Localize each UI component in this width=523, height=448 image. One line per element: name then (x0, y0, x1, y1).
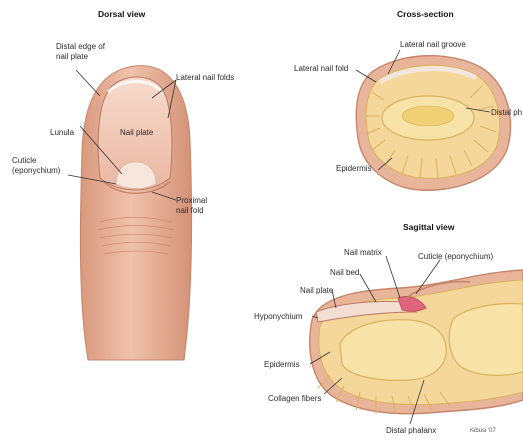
label-epidermis-sagittal: Epidermis (264, 360, 300, 370)
label-distal-edge: Distal edge of nail plate (56, 42, 105, 62)
label-nail-matrix: Nail matrix (344, 248, 382, 258)
illustrator-credit: Kibusi '07 (470, 428, 496, 434)
label-lunula: Lunula (50, 128, 74, 138)
label-nail-plate-dorsal: Nail plate (120, 128, 153, 138)
label-lateral-nail-groove: Lateral nail groove (400, 40, 466, 50)
label-cuticle-dorsal: Cuticle (eponychium) (12, 156, 60, 176)
label-collagen-fibers: Collagen fibers (268, 394, 321, 404)
sagittal-bone-2 (449, 304, 523, 376)
label-cuticle-sagittal: Cuticle (eponychium) (418, 252, 493, 262)
cross-bone-marrow (402, 106, 454, 126)
label-lateral-nail-folds: Lateral nail folds (176, 73, 234, 83)
label-distal-phalanx-cross: Distal ph (491, 108, 522, 118)
label-epidermis-cross: Epidermis (336, 164, 372, 174)
dorsal-finger-illustration (80, 66, 191, 360)
cross-section-illustration (356, 56, 510, 191)
sagittal-view-title: Sagittal view (403, 222, 455, 232)
sagittal-illustration (310, 270, 523, 414)
label-lateral-nail-fold: Lateral nail fold (294, 64, 348, 74)
label-hyponychium: Hyponychium (254, 312, 302, 322)
dorsal-view-title: Dorsal view (98, 9, 145, 19)
sagittal-bone (340, 320, 446, 381)
label-nail-plate-sagittal: Nail plate (300, 286, 333, 296)
label-proximal-nail-fold: Proximal nail fold (176, 196, 207, 216)
label-nail-bed: Nail bed (330, 268, 359, 278)
cross-section-title: Cross-section (397, 9, 454, 19)
label-distal-phalanx-sagittal: Distal phalanx (386, 426, 436, 436)
